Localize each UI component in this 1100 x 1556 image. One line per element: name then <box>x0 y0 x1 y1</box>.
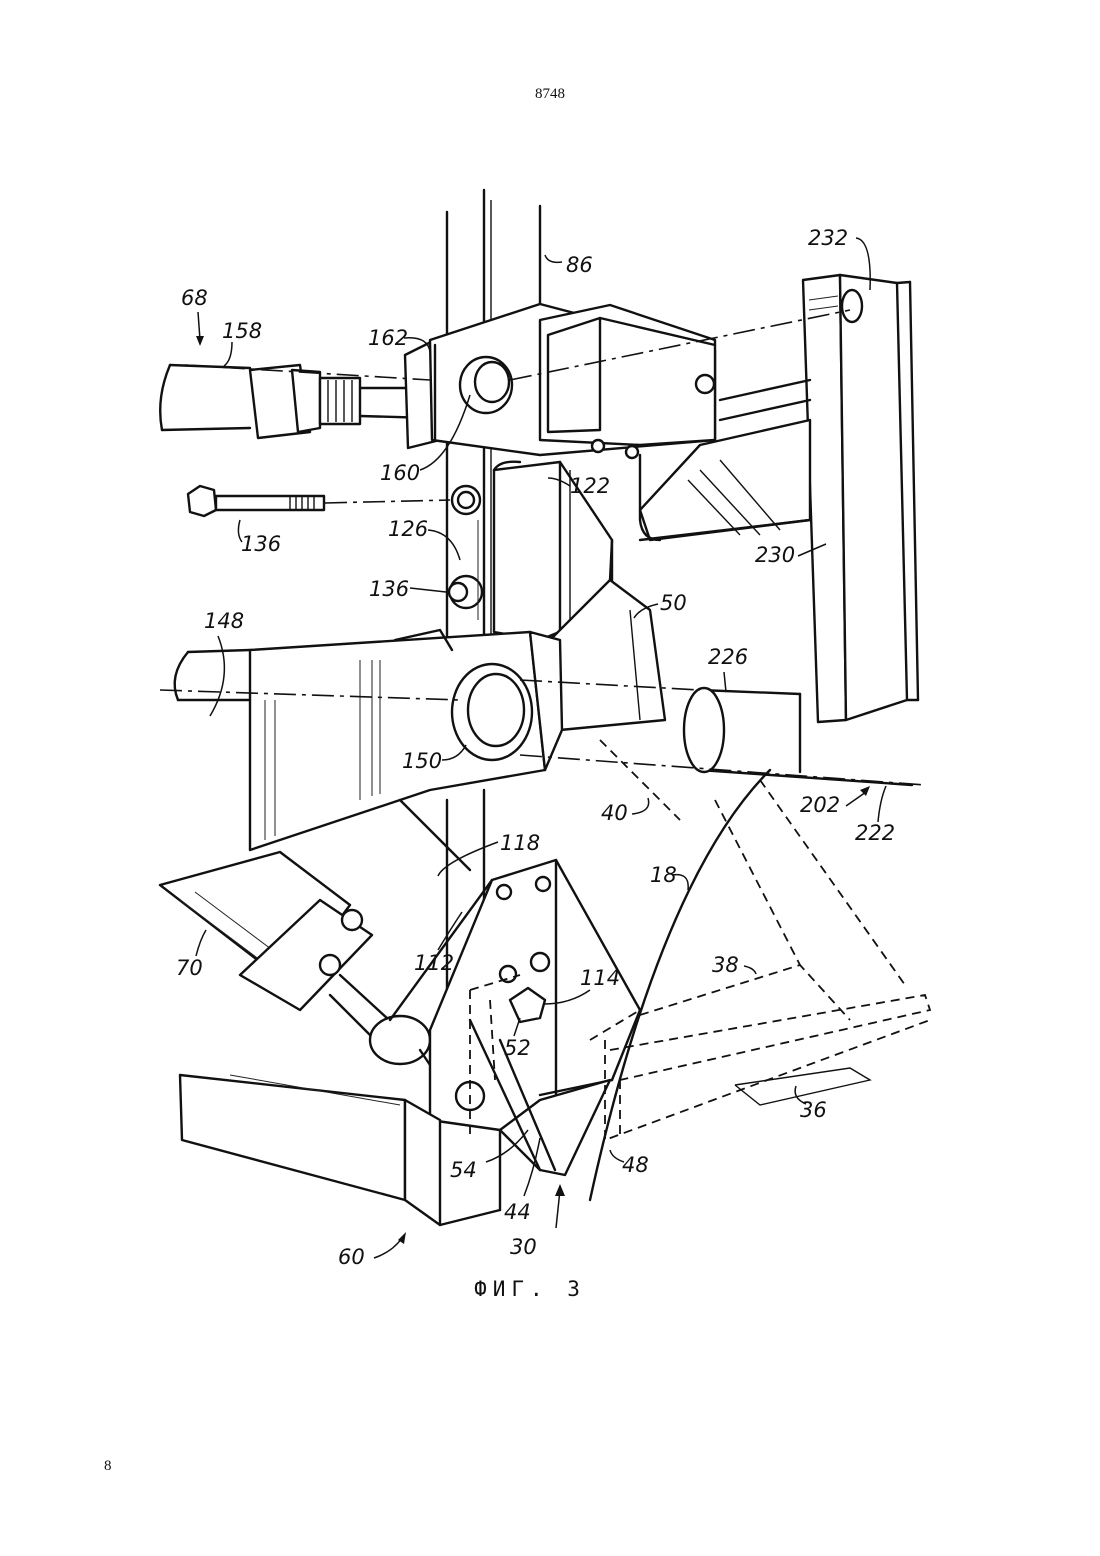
bracket-232 <box>803 275 918 722</box>
bolt-136 <box>188 486 324 516</box>
label-122: 122 <box>570 474 610 498</box>
label-158: 158 <box>222 319 262 343</box>
label-86: 86 <box>566 253 593 277</box>
label-222: 222 <box>855 821 895 845</box>
label-70: 70 <box>176 956 203 980</box>
label-50: 50 <box>660 591 687 615</box>
label-48: 48 <box>622 1153 649 1177</box>
label-40: 40 <box>601 801 628 825</box>
label-230: 230 <box>755 543 795 567</box>
label-44: 44 <box>504 1200 531 1224</box>
label-202: 202 <box>800 793 840 817</box>
label-162: 162 <box>368 326 408 350</box>
label-30: 30 <box>510 1235 537 1259</box>
label-226: 226 <box>708 645 748 669</box>
label-118: 118 <box>500 831 540 855</box>
label-136-upper: 136 <box>241 532 281 556</box>
figure-caption: ФИГ. 3 <box>0 1277 1060 1301</box>
label-114: 114 <box>580 966 620 990</box>
label-68: 68 <box>181 286 208 310</box>
label-38: 38 <box>712 953 739 977</box>
label-136-lower: 136 <box>369 577 409 601</box>
label-36: 36 <box>800 1098 827 1122</box>
threaded-rod-158 <box>160 365 430 438</box>
label-52: 52 <box>504 1036 531 1060</box>
label-54: 54 <box>450 1158 477 1182</box>
label-112: 112 <box>414 951 454 975</box>
label-148: 148 <box>204 609 244 633</box>
footer-page-number: 8 <box>104 1458 112 1475</box>
label-126: 126 <box>388 517 428 541</box>
label-160: 160 <box>380 461 420 485</box>
label-232: 232 <box>808 226 848 250</box>
label-150: 150 <box>402 749 442 773</box>
label-60: 60 <box>338 1245 365 1269</box>
beam-148 <box>175 630 562 850</box>
